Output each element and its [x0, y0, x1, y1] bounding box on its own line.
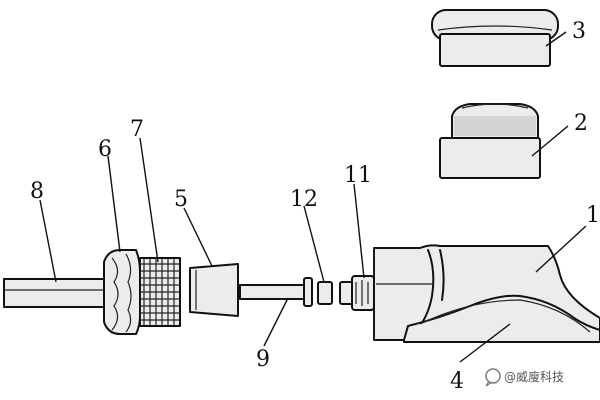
callout-3: 3 — [572, 19, 586, 44]
part-4-base-plate — [403, 294, 600, 343]
callout-12: 12 — [290, 187, 318, 212]
speech-bubble-icon — [485, 368, 501, 387]
watermark: @威廋科技 — [485, 368, 564, 387]
leader-lines — [39, 31, 587, 363]
part-11-connector — [339, 275, 375, 311]
part-6-hex-nut — [103, 249, 141, 335]
callout-1: 1 — [586, 203, 600, 228]
watermark-text: @威廋科技 — [504, 369, 564, 384]
callout-2: 2 — [574, 111, 588, 136]
part-8-rod — [3, 278, 107, 308]
callout-4: 4 — [450, 369, 464, 394]
callout-9: 9 — [256, 347, 270, 372]
callout-8: 8 — [30, 179, 44, 204]
callout-7: 7 — [130, 117, 144, 142]
part-5-cone-bushing — [189, 263, 239, 317]
part-2-button-module — [439, 103, 541, 179]
callout-5: 5 — [174, 187, 188, 212]
callout-6: 6 — [98, 137, 112, 162]
part-9-pin — [239, 277, 313, 307]
part-3-cap — [431, 9, 559, 67]
callout-11: 11 — [344, 163, 372, 188]
part-7-threaded-sleeve — [139, 257, 181, 327]
part-12-ring — [317, 281, 333, 305]
